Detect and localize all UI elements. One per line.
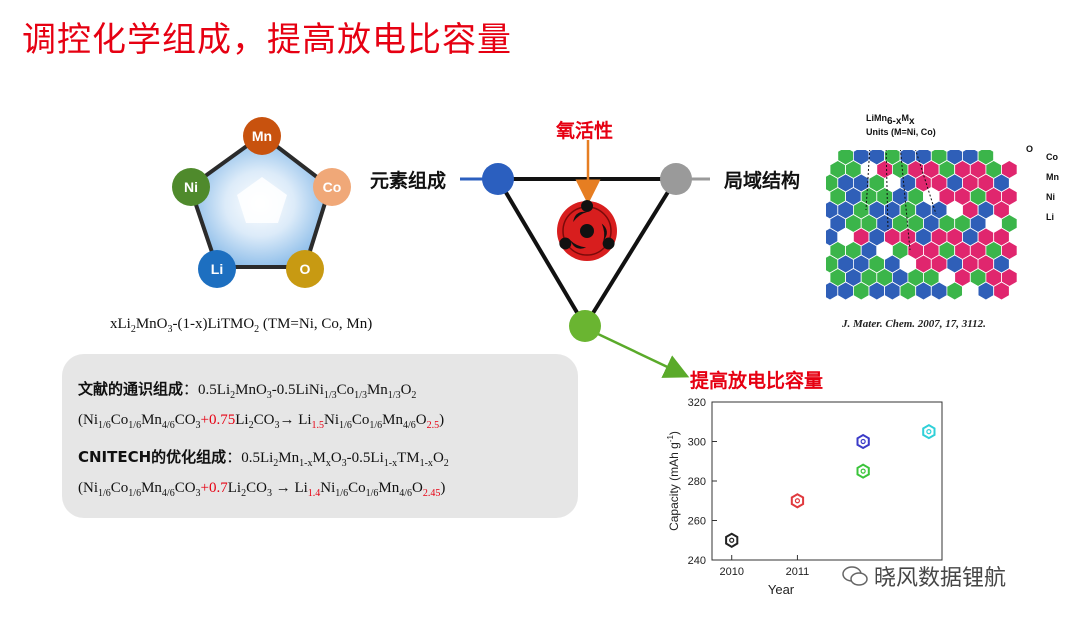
capacity-node bbox=[569, 310, 601, 342]
honeycomb-cell bbox=[993, 281, 1010, 301]
honeycomb-cell bbox=[915, 281, 932, 301]
legend-li: Li bbox=[1046, 212, 1054, 222]
honeycomb-cell bbox=[884, 281, 901, 301]
units-label: LiMn6-xMx Units (M=Ni, Co) bbox=[866, 113, 936, 137]
optimized-composition: CNITECH的优化组成：0.5Li2Mn1-xMxO3-0.5Li1-xTM1… bbox=[78, 448, 449, 469]
honeycomb-cell bbox=[962, 281, 979, 301]
y-axis-label: Capacity (mAh g-1) bbox=[666, 431, 681, 531]
y-tick-label: 280 bbox=[688, 476, 706, 488]
honeycomb-cell bbox=[868, 281, 885, 301]
legend-mn: Mn bbox=[1046, 172, 1059, 182]
honeycomb-cell bbox=[899, 281, 917, 301]
data-point bbox=[856, 463, 870, 479]
legend-ni: Ni bbox=[1046, 192, 1055, 202]
legend-co: Co bbox=[1046, 152, 1058, 162]
honeycomb-structure-image bbox=[826, 150, 1018, 301]
data-point bbox=[725, 532, 739, 548]
honeycomb-cell bbox=[852, 281, 870, 301]
y-tick-label: 240 bbox=[688, 555, 706, 567]
watermark-text: 晓风数据锂航 bbox=[874, 566, 1007, 591]
element-li-circle: Li bbox=[198, 250, 236, 288]
composition-node bbox=[482, 163, 514, 195]
annotation-line bbox=[915, 150, 937, 215]
data-point-center bbox=[729, 537, 735, 543]
data-point-center bbox=[926, 429, 932, 435]
honeycomb-cell bbox=[946, 281, 963, 301]
element-composition-label: 元素组成 bbox=[370, 170, 447, 192]
data-point-center bbox=[860, 468, 866, 474]
x-axis-label: Year bbox=[768, 582, 795, 597]
element-mn-circle: Mn bbox=[243, 117, 281, 155]
annotation-line bbox=[865, 150, 871, 211]
oxygen-activity-label: 氧活性 bbox=[556, 120, 614, 142]
watermark: 晓风数据锂航 bbox=[842, 560, 1006, 592]
element-ni-circle: Ni bbox=[172, 168, 210, 206]
data-point bbox=[790, 493, 805, 509]
y-tick-label: 300 bbox=[688, 437, 706, 449]
data-point bbox=[856, 433, 870, 450]
data-point-center bbox=[794, 498, 801, 504]
x-tick-label: 2011 bbox=[786, 566, 810, 578]
honeycomb-cell bbox=[837, 281, 854, 301]
element-o-circle: O bbox=[286, 250, 324, 288]
plot-frame bbox=[711, 401, 943, 561]
triangle-diagram bbox=[460, 140, 710, 378]
literature-synthesis: (Ni1/6Co1/6Mn4/6CO3+0.75Li2CO3→ Li1.5Ni1… bbox=[78, 412, 445, 431]
y-tick-label: 260 bbox=[688, 516, 706, 528]
literature-composition: 文献的通识组成：0.5Li2MnO3-0.5LiNi1/3Co1/3Mn1/3O… bbox=[78, 380, 417, 401]
page-title: 调控化学组成，提高放电比容量 bbox=[22, 20, 512, 60]
honeycomb-cell bbox=[930, 281, 948, 301]
structure-node bbox=[660, 163, 692, 195]
wechat-icon bbox=[842, 565, 868, 587]
capacity-arrow bbox=[597, 332, 690, 378]
capacity-title: 提高放电比容量 bbox=[690, 370, 824, 392]
annotation-line bbox=[899, 150, 911, 251]
oxygen-activity-icon bbox=[557, 200, 617, 261]
data-point-center bbox=[860, 438, 866, 445]
structure-citation: J. Mater. Chem. 2007, 17, 3112. bbox=[842, 318, 986, 330]
honeycomb-cell bbox=[977, 281, 995, 301]
data-point bbox=[922, 423, 936, 440]
element-co-circle: Co bbox=[313, 168, 351, 206]
legend-o: O bbox=[1026, 144, 1034, 154]
composition-box bbox=[62, 354, 578, 518]
local-structure-label: 局域结构 bbox=[724, 170, 801, 192]
x-tick-label: 2010 bbox=[719, 566, 743, 578]
y-tick-label: 320 bbox=[688, 397, 706, 409]
pentagon-formula: xLi2MnO3-(1-x)LiTMO2 (TM=Ni, Co, Mn) bbox=[110, 316, 373, 335]
optimized-synthesis: (Ni1/6Co1/6Mn4/6CO3+0.7Li2CO3 → Li1.4Ni1… bbox=[78, 480, 446, 499]
